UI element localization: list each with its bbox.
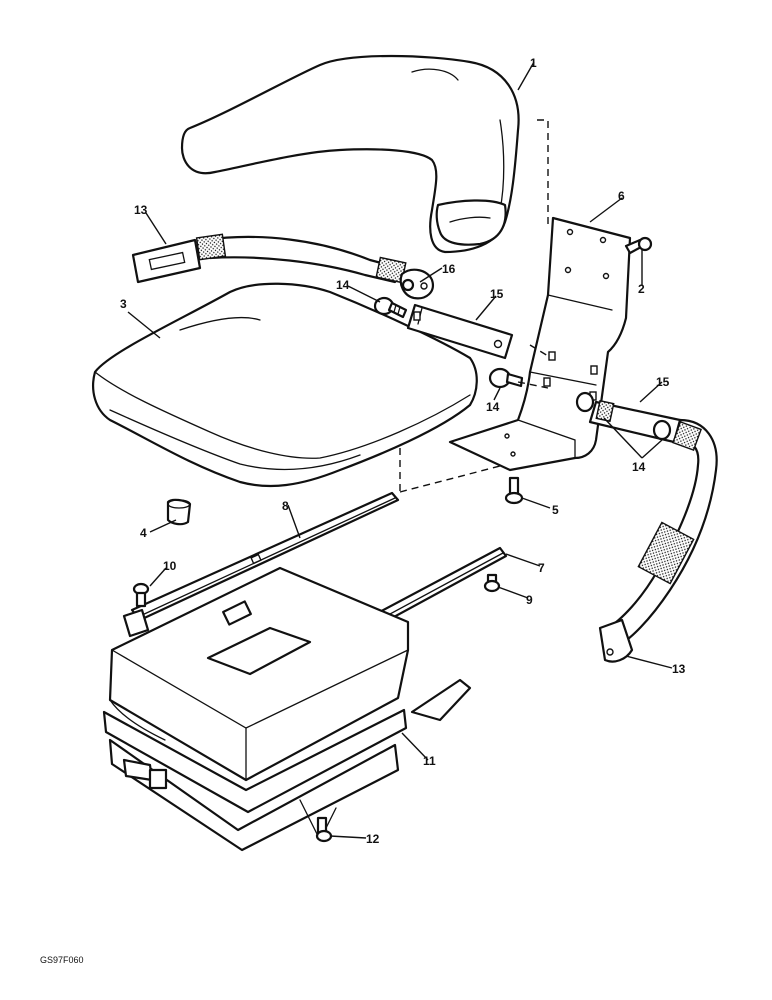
slide-rail-8 bbox=[122, 491, 400, 638]
callout-15-right: 15 bbox=[656, 375, 670, 389]
callout-12: 12 bbox=[366, 832, 380, 846]
callouts: 1 2 3 4 5 6 7 8 9 10 11 12 13 13 14 14 1… bbox=[120, 56, 686, 846]
callout-8: 8 bbox=[282, 499, 289, 513]
callout-4: 4 bbox=[140, 526, 147, 540]
callout-14-right: 14 bbox=[632, 460, 646, 474]
screw-2 bbox=[624, 236, 653, 255]
anchor-strap-right bbox=[588, 399, 682, 444]
callout-5: 5 bbox=[552, 503, 559, 517]
suspension-base bbox=[102, 566, 472, 852]
callout-9: 9 bbox=[526, 593, 533, 607]
seat-belt-buckle-left bbox=[131, 233, 407, 284]
screw-12 bbox=[315, 816, 333, 843]
leader-lines bbox=[127, 61, 673, 839]
callout-6: 6 bbox=[618, 189, 625, 203]
callout-15-upper: 15 bbox=[490, 287, 504, 301]
figure-reference-code: GS97F060 bbox=[40, 955, 84, 965]
callout-1: 1 bbox=[530, 56, 537, 70]
backrest bbox=[180, 54, 520, 254]
callout-14-middle: 14 bbox=[486, 400, 500, 414]
callout-3: 3 bbox=[120, 297, 127, 311]
callout-13-right: 13 bbox=[672, 662, 686, 676]
callout-13-left: 13 bbox=[134, 203, 148, 217]
screw-9 bbox=[483, 573, 501, 593]
callout-16: 16 bbox=[442, 262, 456, 276]
bushing-4 bbox=[166, 498, 192, 526]
strap-clip bbox=[399, 268, 434, 300]
assembly-lines bbox=[399, 119, 549, 493]
bolt-14-upper bbox=[373, 296, 408, 319]
seat-belt-right bbox=[598, 418, 718, 663]
callout-10: 10 bbox=[163, 559, 177, 573]
callout-7: 7 bbox=[538, 561, 545, 575]
bolt-14-middle bbox=[488, 367, 524, 389]
screw-10 bbox=[132, 582, 150, 608]
callout-14-upper: 14 bbox=[336, 278, 350, 292]
callout-11: 11 bbox=[423, 754, 436, 768]
screw-5 bbox=[504, 476, 524, 505]
anchor-strap-upper bbox=[406, 303, 514, 360]
seat-cushion bbox=[92, 282, 478, 488]
mounting-bracket bbox=[448, 216, 632, 472]
callout-2: 2 bbox=[638, 282, 645, 296]
